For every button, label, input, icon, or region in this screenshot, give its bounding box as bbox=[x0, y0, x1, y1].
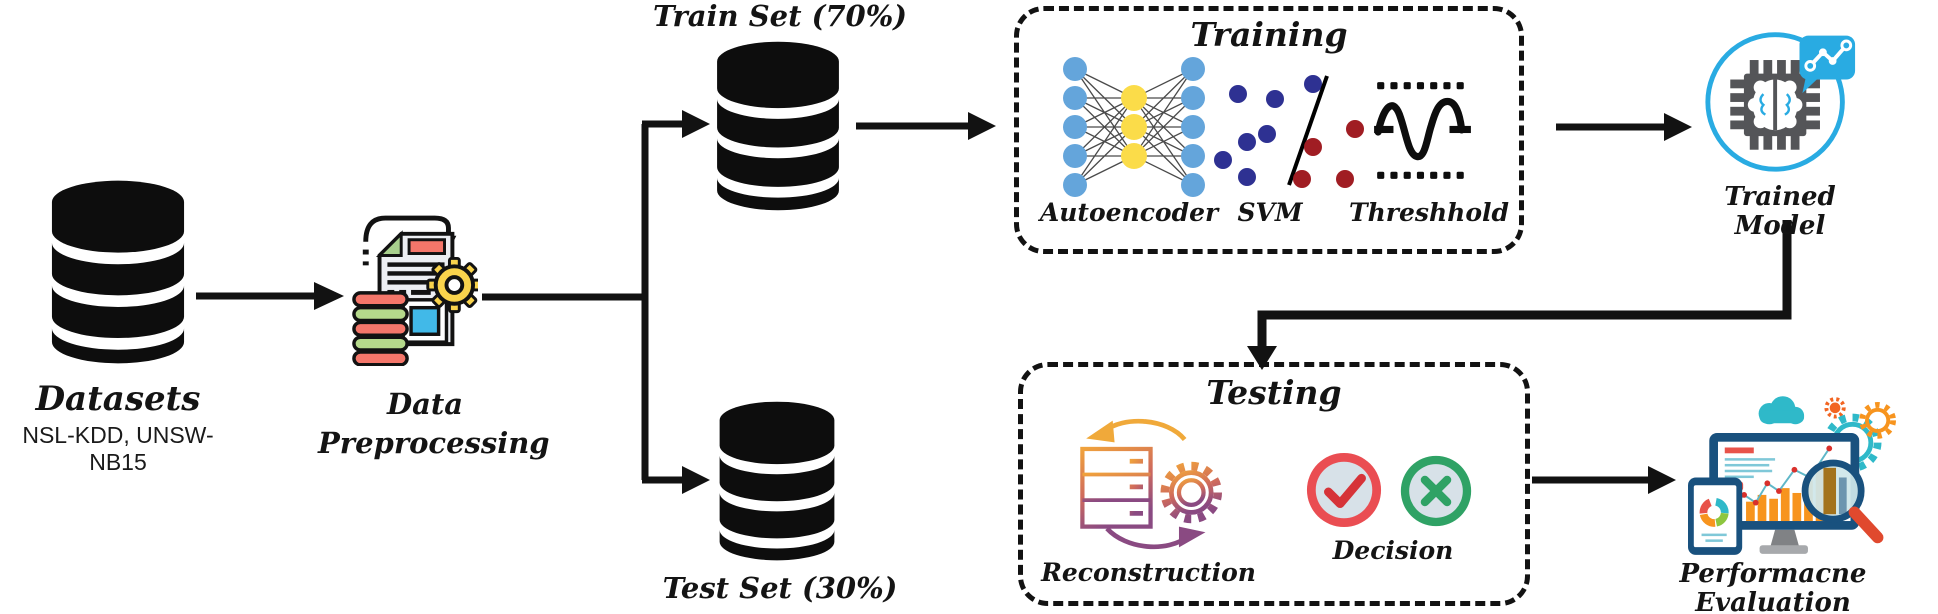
threshold-wave-icon bbox=[1374, 82, 1471, 179]
check-circle-icon bbox=[1306, 452, 1382, 528]
doc-cyan-block bbox=[409, 305, 441, 336]
testing-box: Testing bbox=[1018, 362, 1530, 606]
cross-circle-icon bbox=[1400, 455, 1472, 527]
datasets-label: Datasets bbox=[35, 379, 201, 419]
datasets-database-icon bbox=[51, 180, 185, 364]
testset-label: Test Set (30%) bbox=[662, 571, 898, 605]
threshold-label: Threshhold bbox=[1349, 198, 1509, 227]
cloud-glyph bbox=[1758, 396, 1805, 425]
tablet-glyph bbox=[1688, 477, 1743, 555]
magnifier-glyph bbox=[1801, 459, 1884, 544]
doc-red-block bbox=[407, 238, 446, 255]
model-circle bbox=[1705, 32, 1845, 172]
trainset-label: Train Set (70%) bbox=[653, 0, 907, 33]
trainset-database-icon bbox=[717, 41, 839, 211]
trained-model-label: Trained Model bbox=[1724, 182, 1836, 242]
line-model-feedback bbox=[1257, 220, 1792, 348]
datasets-sublabel: NSL-KDD, UNSW-NB15 bbox=[22, 422, 214, 475]
cycle-arrow-bottom bbox=[1105, 526, 1190, 550]
server-glyph bbox=[1080, 446, 1153, 529]
preprocessing-label: Data Preprocessing bbox=[318, 387, 550, 461]
gear-outline-glyph bbox=[1160, 461, 1223, 524]
reconstruction-icon bbox=[1080, 418, 1223, 550]
arrowheads bbox=[314, 110, 1692, 494]
testset-database-icon bbox=[719, 401, 835, 561]
folded-corner bbox=[375, 230, 403, 257]
training-title: Training bbox=[1190, 15, 1348, 54]
svm-scatter-icon bbox=[1214, 75, 1364, 188]
autoencoder-label: Autoencoder bbox=[1039, 198, 1219, 227]
performance-evaluation-icon bbox=[1688, 396, 1896, 555]
gear-glyph bbox=[426, 256, 478, 314]
training-box: Training bbox=[1014, 6, 1524, 254]
performance-label: Performacne Evaluation bbox=[1679, 559, 1867, 614]
testing-title: Testing bbox=[1206, 373, 1342, 412]
brain-glyph bbox=[1747, 79, 1803, 131]
decision-label: Decision bbox=[1332, 536, 1454, 565]
disk-stack bbox=[352, 291, 409, 366]
cycle-arrow-top bbox=[1101, 418, 1187, 442]
analytics-bubble bbox=[1799, 35, 1856, 94]
trained-model-icon bbox=[1705, 32, 1856, 172]
svm-label: SVM bbox=[1237, 198, 1303, 227]
reconstruction-label: Reconstruction bbox=[1041, 558, 1256, 587]
autoencoder-network-icon bbox=[1063, 57, 1205, 197]
preprocessing-icon bbox=[352, 215, 478, 366]
